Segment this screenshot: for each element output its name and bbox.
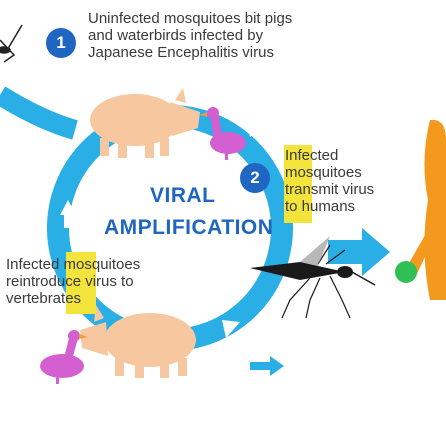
pig-icon: [80, 305, 196, 378]
arrow-icon: [250, 356, 284, 376]
center-label-line2: AMPLIFICATION: [104, 216, 274, 239]
step-2-text: Infected mosquitoes transmit virus to hu…: [285, 147, 375, 215]
entry-swoosh: [0, 86, 78, 140]
step-1-badge: 1: [46, 28, 76, 58]
arrow-icon: [328, 228, 390, 276]
highlight-bar: [284, 145, 312, 223]
ring-arrow-icon: [60, 200, 76, 215]
mosquito-icon: [250, 236, 376, 319]
waterbird-icon: [200, 107, 246, 160]
ring-arrow-icon: [247, 118, 265, 137]
step-1-text: Uninfected mosquitoes bit pigs and water…: [88, 10, 293, 61]
pig-icon: [90, 88, 200, 158]
ring-arrow-icon: [222, 320, 240, 338]
mosquito-icon: [0, 24, 23, 63]
virus-dot-icon: [395, 261, 417, 283]
highlight-bar: [66, 252, 96, 314]
center-label-line1: VIRAL: [150, 184, 216, 207]
reintroduce-text: Infected mosquitoes reintroduce virus to…: [6, 256, 141, 307]
step-2-badge: 2: [240, 163, 270, 193]
waterbird-icon: [40, 330, 88, 384]
